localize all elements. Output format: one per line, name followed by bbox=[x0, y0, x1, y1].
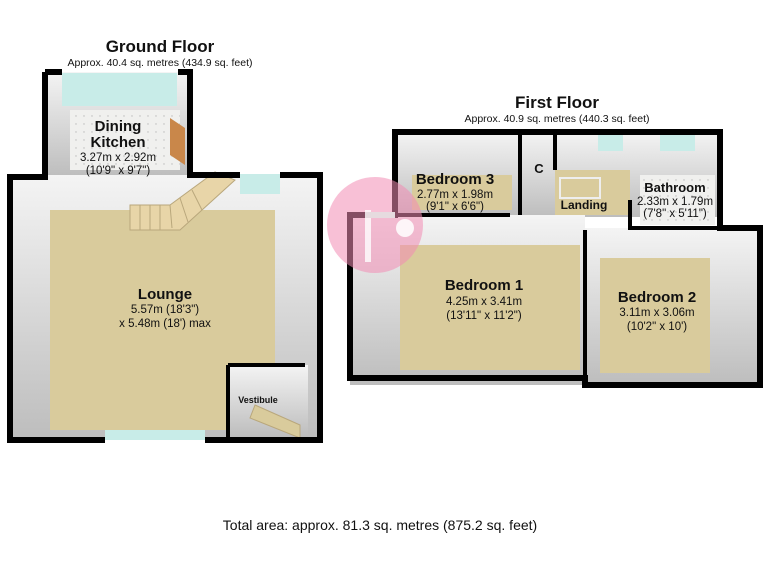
first-floor-title: First Floor bbox=[515, 93, 599, 112]
ground-floor-area: Approx. 40.4 sq. metres (434.9 sq. feet) bbox=[67, 57, 252, 69]
ground-floor-outer-walls bbox=[7, 69, 323, 443]
bedroom1-label: Bedroom 1 bbox=[445, 277, 523, 294]
dining-kitchen-dim-m: 3.27m x 2.92m bbox=[80, 152, 156, 164]
bedroom2-dim-m: 3.11m x 3.06m bbox=[619, 307, 694, 319]
cupboard-label: C bbox=[534, 161, 544, 176]
lounge-window-bottom bbox=[105, 430, 205, 440]
kitchen-door bbox=[170, 118, 185, 165]
first-floor-inner-walls bbox=[395, 132, 720, 385]
first-floor-plan bbox=[347, 129, 763, 388]
bedroom3-dim-m: 2.77m x 1.98m bbox=[417, 189, 493, 201]
lounge-window-top bbox=[240, 174, 280, 194]
lounge-label: Lounge bbox=[138, 286, 192, 303]
landing-label: Landing bbox=[561, 198, 608, 212]
bedroom1-dim-ft: (13'11" x 11'2") bbox=[446, 310, 522, 322]
dining-kitchen-dim-ft: (10'9" x 9'7") bbox=[86, 165, 151, 177]
first-floor-area: Approx. 40.9 sq. metres (440.3 sq. feet) bbox=[464, 113, 649, 125]
bedroom3-floor bbox=[412, 175, 512, 210]
bedroom2-dim-ft: (10'2" x 10') bbox=[627, 321, 687, 333]
kitchen-window bbox=[62, 73, 177, 106]
dining-kitchen-label-line2: Kitchen bbox=[90, 134, 145, 151]
bedroom3-dim-ft: (9'1" x 6'6") bbox=[426, 201, 484, 213]
bedroom1-dim-m: 4.25m x 3.41m bbox=[446, 296, 522, 308]
bedroom2-floor bbox=[600, 258, 710, 373]
landing-window bbox=[598, 131, 623, 151]
bedroom3-label: Bedroom 3 bbox=[416, 171, 494, 188]
ground-floor-title: Ground Floor bbox=[106, 37, 215, 56]
dining-kitchen-label-line1: Dining bbox=[95, 118, 142, 135]
bathroom-dim-m: 2.33m x 1.79m bbox=[637, 196, 713, 208]
vestibule-label: Vestibule bbox=[238, 395, 278, 405]
bathroom-dim-ft: (7'8" x 5'11") bbox=[643, 208, 707, 220]
lounge-dim-line2: x 5.48m (18') max bbox=[119, 318, 211, 330]
landing-banister bbox=[559, 177, 601, 199]
bathroom-floor bbox=[640, 175, 715, 225]
bedroom2-label: Bedroom 2 bbox=[618, 289, 696, 306]
ground-floor-plan bbox=[7, 69, 323, 443]
dining-kitchen-floor bbox=[70, 110, 180, 170]
bathroom-window bbox=[660, 131, 695, 151]
bathroom-label: Bathroom bbox=[644, 180, 705, 195]
bedroom1-floor bbox=[400, 245, 580, 370]
lounge-dim-line1: 5.57m (18'3") bbox=[131, 304, 199, 316]
vestibule-wall bbox=[226, 363, 305, 437]
total-area: Total area: approx. 81.3 sq. metres (875… bbox=[223, 517, 537, 533]
watermark-logo bbox=[327, 177, 423, 273]
